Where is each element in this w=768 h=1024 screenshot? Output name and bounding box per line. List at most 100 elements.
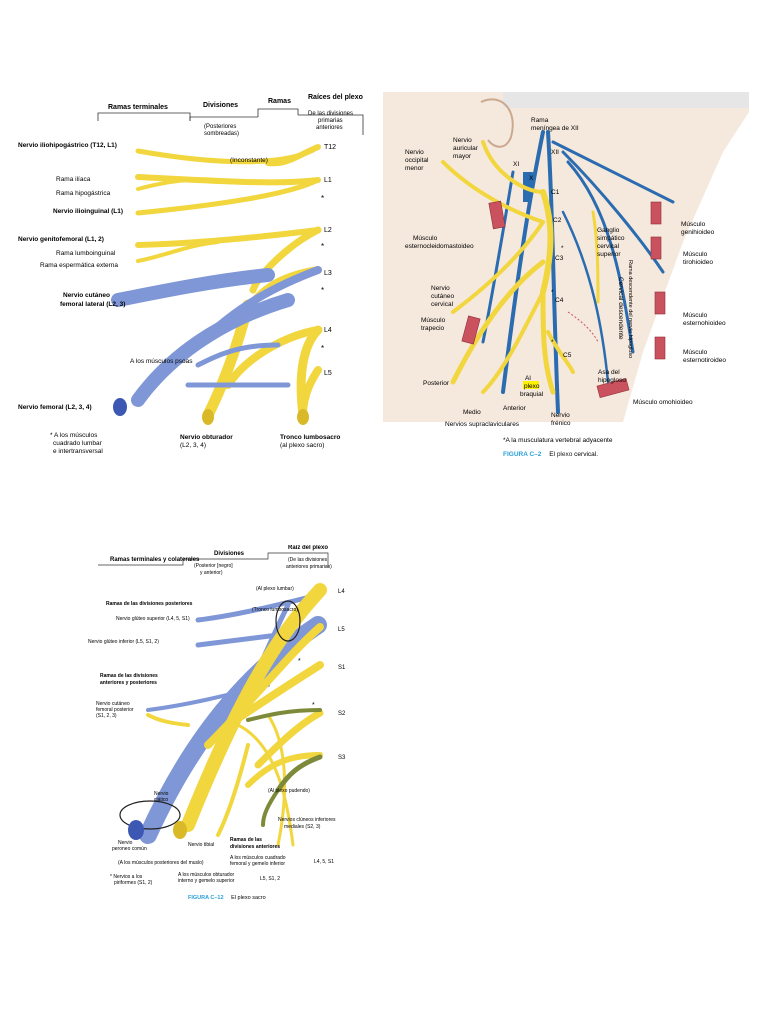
cervical-footnote: *A la musculatura vertebral adyacente: [503, 437, 613, 444]
label-rama-meningea-1: Rama: [531, 117, 549, 124]
label-occipital-3: menor: [405, 165, 424, 172]
label-xii: XII: [551, 149, 559, 156]
root-label-l2: L2: [324, 227, 332, 234]
lumbar-star-4: *: [321, 344, 324, 353]
label-auricular-1: Nervio: [453, 137, 472, 144]
top-gray-bar: [503, 92, 749, 108]
sacral-label-piriforme-2: piriformes (S1, 2): [114, 880, 153, 886]
cervical-caption: FIGURA C–2 El plexo cervical.: [503, 451, 598, 458]
sacral-label-clunes-1: Nervios clúneos inferiores: [278, 817, 336, 823]
sacral-label-peroneo-1: Nervio: [118, 840, 133, 846]
label-tronco: Tronco lumbosacro: [280, 434, 340, 441]
sacral-root-l4: L4: [338, 589, 345, 595]
cervical-fig-label: FIGURA C–2: [503, 451, 542, 458]
sacral-root-s3: S3: [338, 755, 346, 761]
label-cutaneo-cerv-1: Nervio: [431, 285, 450, 292]
label-ganglio-1: Ganglio: [597, 227, 620, 234]
lumbar-star-3: *: [321, 286, 324, 295]
label-ganglio-4: superior: [597, 251, 621, 258]
lumbar-header: [97, 108, 364, 135]
lumbar-blue-nerves: [111, 266, 322, 407]
lumbar-header-raices-sub1: De las divisiones: [308, 111, 353, 117]
lumbar-header-ramas: Ramas: [268, 98, 291, 105]
sacral-olive-nerves: [246, 708, 323, 827]
sacral-header-raiz: Raíz del plexo: [288, 545, 328, 551]
cervical-fig-pre: El: [549, 451, 557, 458]
sacral-label-obt-2: interno y gemelo superior: [178, 878, 235, 884]
label-tirohioideo-2: tirohioideo: [683, 259, 713, 266]
lumbar-plexus-diagram: Ramas terminales Divisiones (Posteriores…: [18, 94, 364, 455]
tibial-nerve-cut: [173, 821, 187, 839]
sacral-header: [98, 552, 329, 567]
sacral-star-1: *: [298, 658, 301, 665]
lumbar-header-raices: Raíces del plexo: [308, 94, 363, 101]
sacral-label-pudendo: (Al plexo pudendo): [268, 788, 310, 794]
ear-outline: [480, 98, 514, 148]
root-label-t12: T12: [324, 144, 336, 151]
label-cutaneo-2: femoral lateral (L2, 3): [60, 301, 125, 308]
sacral-outline-tronco: [275, 600, 301, 642]
sacral-label-ciatico-1: Nervio: [154, 791, 169, 797]
muscle-tirohioideo: [650, 236, 662, 260]
label-rama-meningea-2: meníngea de XII: [531, 125, 579, 132]
cervical-plexus-panel: Rama meníngea de XII Nervio auricular ma…: [383, 92, 749, 472]
sacral-fig-title: El plexo sacro: [231, 895, 266, 901]
label-c2: C2: [553, 217, 562, 224]
sacral-root-s1: S1: [338, 665, 346, 671]
cervical-star-3: *: [551, 339, 554, 346]
peroneal-nerve-cut: [128, 820, 144, 840]
label-c3: C3: [555, 255, 564, 262]
label-esternotiroideo-1: Músculo: [683, 349, 708, 356]
label-occipital-2: occipital: [405, 157, 429, 164]
femoral-nerve-cut: [113, 398, 127, 416]
lumbar-header-divisiones-sub2: sombreadas): [204, 131, 239, 137]
label-obturador-sub: (L2, 3, 4): [180, 442, 206, 449]
sacral-label-cutaneo-3: (S1, 2, 3): [96, 713, 117, 719]
label-c5: C5: [563, 352, 572, 359]
label-posterior: Posterior: [423, 380, 450, 387]
label-frenico-1: Nervio: [551, 412, 570, 419]
root-label-l1: L1: [324, 177, 332, 184]
cervical-fig-post: cervical.: [574, 451, 598, 458]
label-rama-iliaca: Rama ilíaca: [56, 176, 91, 183]
sacral-header-divisiones: Divisiones: [214, 551, 245, 557]
sacral-label-tibial: Nervio tibial: [188, 842, 214, 848]
sacral-label-gluteo-sup: Nervio glúteo superior (L4, 5, S1): [116, 616, 190, 622]
sacral-label-obt-1: A los músculos obturador: [178, 872, 234, 878]
label-iliohipogastrico: Nervio iliohipogástrico (T12, L1): [18, 142, 117, 149]
sacral-label-cutaneo-2: femoral posterior: [96, 707, 134, 713]
label-rama-descendente: Rama descendente del nervio hipogloso: [627, 260, 633, 358]
lumbar-header-ramas-terminales: Ramas terminales: [108, 104, 168, 111]
cervical-muscles: [461, 200, 666, 399]
label-anterior: Anterior: [503, 405, 527, 412]
label-tronco-sub: (al plexo sacro): [280, 442, 324, 449]
sacral-label-cuadrado-roots: L4, 5, S1: [314, 859, 334, 865]
sacral-label-tronco: (Tronco lumbosacro): [252, 607, 298, 613]
muscle-esternocleido: [488, 200, 506, 230]
label-trapecio-2: trapecio: [421, 325, 445, 332]
label-genihioideo-2: genihioideo: [681, 229, 715, 236]
sacral-label-ant-post-1: Ramas de las divisiones: [100, 673, 158, 679]
label-obturador: Nervio obturador: [180, 434, 233, 441]
sacral-label-clunes-2: mediales (S2, 3): [284, 824, 321, 830]
label-esternotiroideo-2: esternotiroideo: [683, 357, 726, 364]
label-lumboinguinal: Rama lumboinguinal: [56, 250, 116, 257]
sacral-label-ant-title-2: divisiones anteriores: [230, 844, 280, 850]
cervical-fig-hl: plexo: [557, 451, 573, 458]
label-genitofemoral: Nervio genitofemoral (L1, 2): [18, 236, 104, 243]
sacral-label-gluteo-inf: Nervio glúteo inferior (L5, S1, 2): [88, 639, 159, 645]
label-cutaneo-cerv-2: cutáneo: [431, 293, 455, 300]
sacral-label-ant-title-1: Ramas de las: [230, 837, 262, 843]
label-tirohioideo-1: Músculo: [683, 251, 708, 258]
sacral-star-2: *: [312, 702, 315, 709]
label-ilioinguinal: Nervio ilioinguinal (L1): [53, 208, 123, 215]
sacral-root-s2: S2: [338, 711, 346, 717]
label-cervical-descendente: Cervical descendente: [617, 277, 624, 340]
sacral-root-l5: L5: [338, 627, 345, 633]
lumbar-header-divisiones-sub1: (Posteriores: [204, 124, 236, 130]
note-line-2: cuadrado lumbar: [53, 440, 103, 447]
label-inconstante: (Inconstante): [230, 157, 268, 164]
root-label-l5: L5: [324, 370, 332, 377]
lumbar-header-raices-sub2: primarias: [318, 118, 343, 124]
ansa-hypoglossi-dashed: [567, 311, 599, 343]
